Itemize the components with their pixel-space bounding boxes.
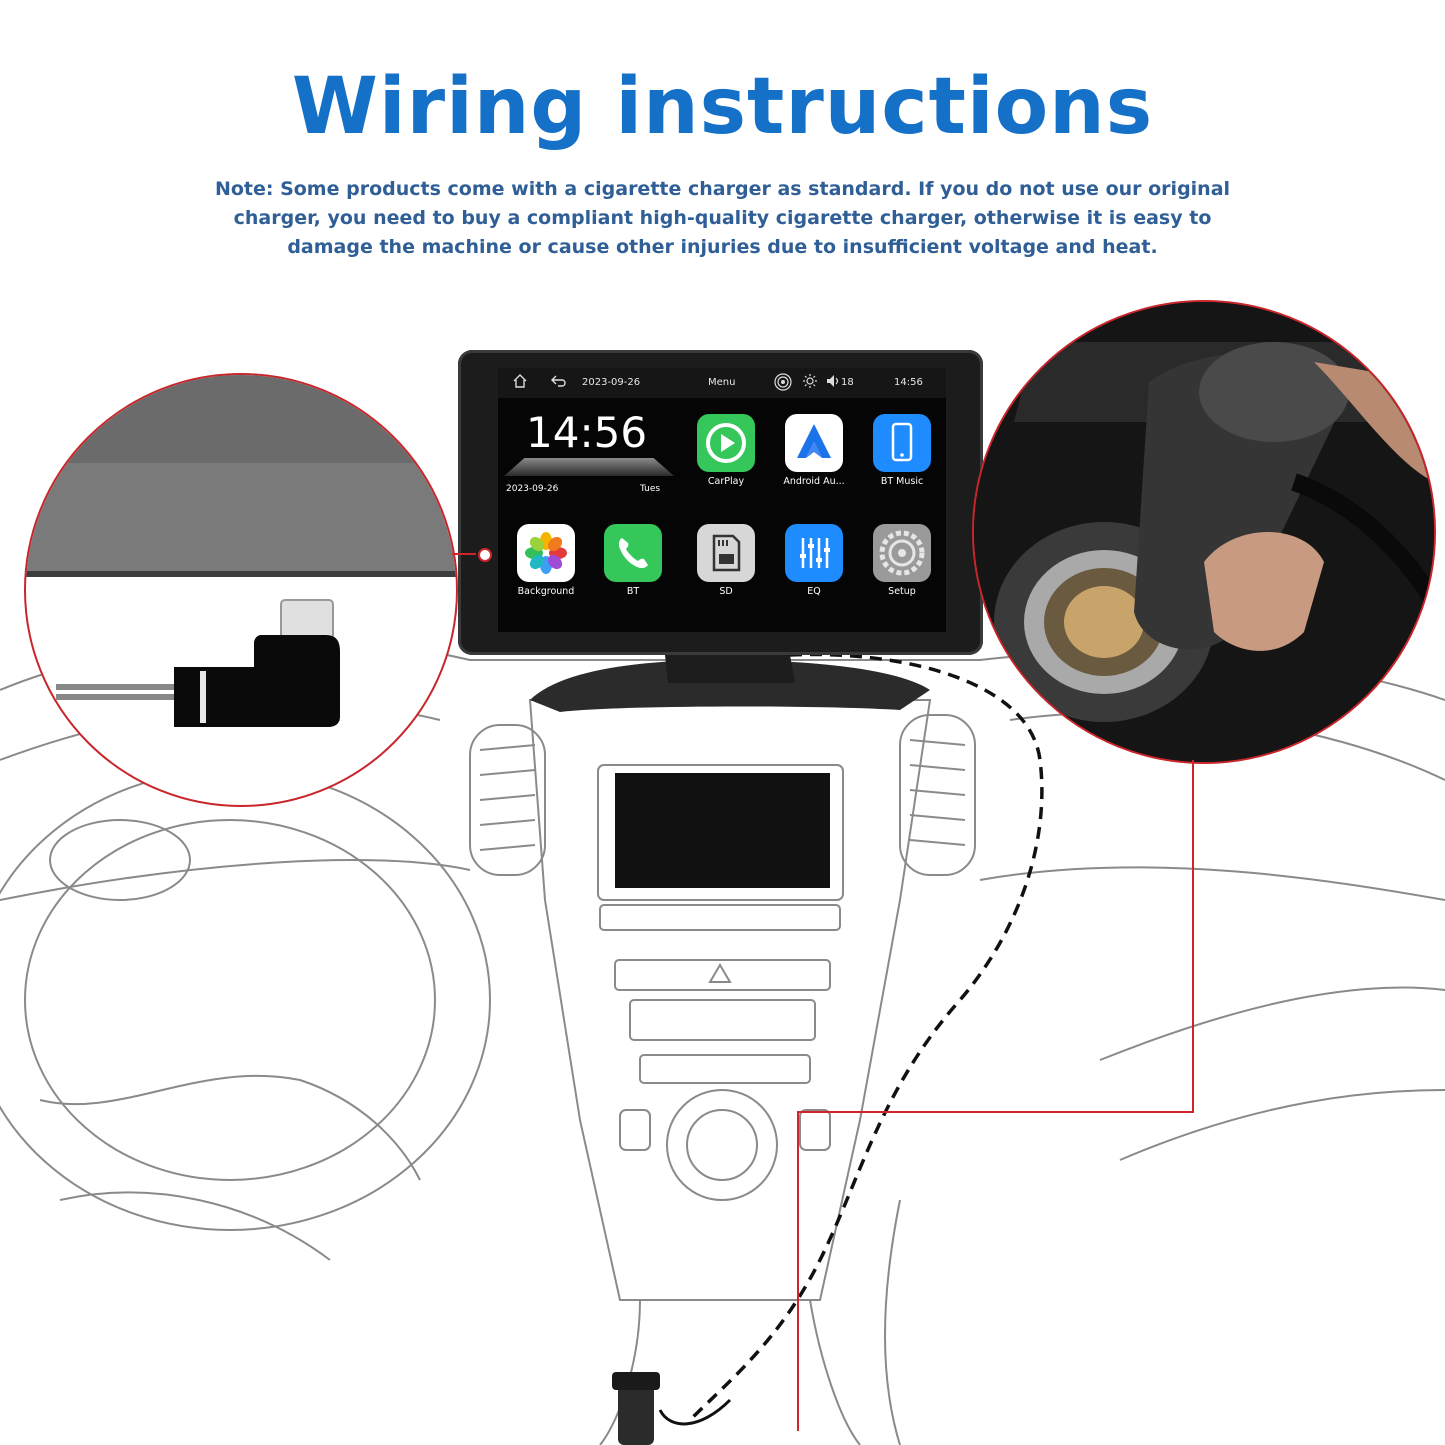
callout-line-right-down [797,1111,799,1431]
display-screen: 2023-09-26 Menu 18 14:56 14:56 2023-09-2… [498,368,946,632]
settings-gear-icon [873,524,931,582]
volume-icon[interactable] [826,374,840,391]
app-bt-music[interactable]: BT Music [864,414,940,487]
app-android-auto[interactable]: Android Au... [776,414,852,487]
menu-label[interactable]: Menu [708,377,736,388]
status-bar: 2023-09-26 Menu 18 14:56 [498,368,946,398]
app-bt[interactable]: BT [595,524,671,597]
brightness-icon[interactable] [802,373,818,392]
callout-line-right-horizontal [797,1111,1194,1113]
page-title: Wiring instructions [291,62,1154,152]
app-background[interactable]: Background [508,524,584,597]
app-eq[interactable]: EQ [776,524,852,597]
app-sd[interactable]: SD [688,524,764,597]
sd-card-icon [697,524,755,582]
clock-day: Tues [640,484,661,494]
carplay-display-unit: 2023-09-26 Menu 18 14:56 14:56 2023-09-2… [458,350,983,655]
back-icon[interactable] [550,375,568,390]
app-label-setup: Setup [888,586,916,597]
clock-time: 14:56 [526,408,648,457]
status-date: 2023-09-26 [582,377,641,388]
app-label-background: Background [517,586,575,597]
app-label-eq: EQ [807,586,821,597]
app-label-android-auto: Android Au... [783,476,845,487]
app-label-bt-music: BT Music [880,476,924,487]
app-label-sd: SD [719,586,733,597]
callout-dot-left [478,548,492,562]
cigarette-charger-zoom [972,300,1436,764]
phone-device-icon [873,414,931,472]
status-time: 14:56 [894,377,923,388]
charger-note: Note: Some products come with a cigarett… [214,178,1231,258]
app-setup[interactable]: Setup [864,524,940,597]
usb-c-connector-zoom [24,373,458,807]
app-carplay[interactable]: CarPlay [688,414,764,487]
equalizer-icon [785,524,843,582]
volume-level: 18 [841,377,854,388]
phone-handset-icon [604,524,662,582]
wireless-icon [774,373,792,394]
android-auto-icon [785,414,843,472]
clock-widget: 14:56 2023-09-26 Tues [504,408,676,494]
home-icon[interactable] [512,374,528,391]
carplay-icon [697,414,755,472]
app-label-bt: BT [626,586,640,597]
clock-date: 2023-09-26 [506,484,559,494]
app-label-carplay: CarPlay [707,476,745,487]
clock-shelf [504,458,674,476]
callout-connector-left [452,553,476,555]
photos-flower-icon [517,524,575,582]
callout-line-right-vertical [1192,760,1194,1112]
